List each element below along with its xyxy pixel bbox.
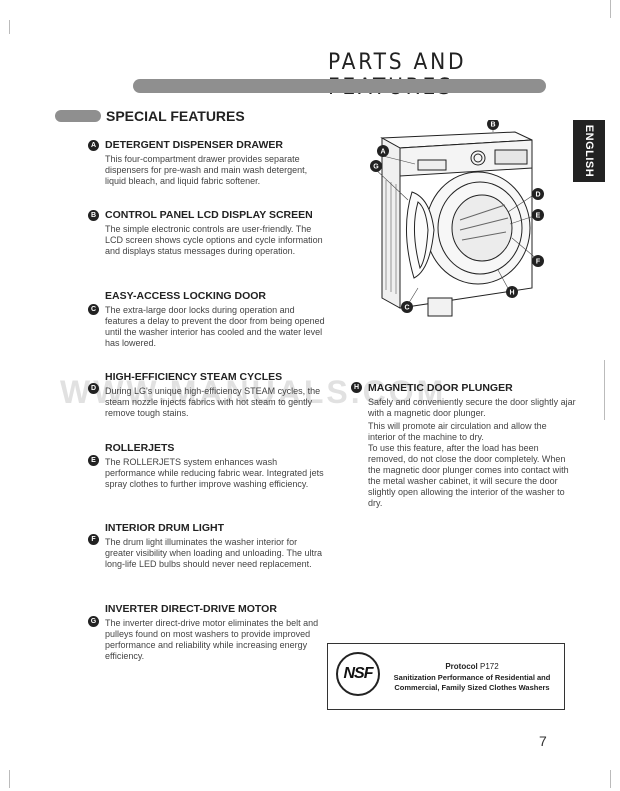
feature-e-title: ROLLERJETS	[105, 442, 175, 454]
badge-b: B	[88, 210, 99, 221]
diagram-label-a: A	[380, 149, 385, 156]
crop-mark	[9, 20, 10, 34]
feature-d: D HIGH-EFFICIENCY STEAM CYCLES During LG…	[88, 371, 328, 419]
diagram-label-f: F	[536, 259, 541, 266]
nsf-description: Sanitization Performance of Residential …	[393, 673, 551, 692]
feature-f: F INTERIOR DRUM LIGHT The drum light ill…	[88, 522, 328, 570]
watermark: WWW.MANUALS.COM	[60, 374, 447, 410]
feature-c-desc: The extra-large door locks during operat…	[105, 305, 325, 348]
diagram-label-c: C	[404, 305, 409, 312]
feature-f-desc: The drum light illuminates the washer in…	[105, 537, 322, 569]
nsf-certification-box: NSF Protocol P172 Sanitization Performan…	[327, 643, 565, 710]
feature-e: E ROLLERJETS The ROLLERJETS system enhan…	[88, 442, 328, 490]
feature-g-desc: The inverter direct-drive motor eliminat…	[105, 618, 319, 661]
feature-d-desc: During LG's unique high-efficiency STEAM…	[105, 386, 321, 418]
nsf-protocol: Protocol P172	[445, 662, 499, 671]
diagram-label-g: G	[373, 164, 379, 171]
badge-a: A	[88, 140, 99, 151]
washer-illustration-icon: B A G D E F H C	[370, 120, 544, 317]
feature-b-title: CONTROL PANEL LCD DISPLAY SCREEN	[105, 209, 313, 221]
crop-mark	[610, 770, 611, 788]
diagram-label-d: D	[535, 192, 540, 199]
badge-g: G	[88, 616, 99, 627]
section-title: SPECIAL FEATURES	[106, 108, 245, 124]
feature-a-title: DETERGENT DISPENSER DRAWER	[105, 139, 283, 151]
badge-f: F	[88, 534, 99, 545]
section-pill	[55, 110, 101, 122]
feature-a-desc: This four-compartment drawer provides se…	[105, 154, 308, 186]
page-number: 7	[539, 733, 547, 749]
crop-mark	[9, 770, 10, 788]
feature-c-title: EASY-ACCESS LOCKING DOOR	[105, 290, 267, 302]
badge-c: C	[88, 304, 99, 315]
feature-f-title: INTERIOR DRUM LIGHT	[105, 522, 224, 534]
feature-g-title: INVERTER DIRECT-DRIVE MOTOR	[105, 603, 277, 615]
feature-b: B CONTROL PANEL LCD DISPLAY SCREEN The s…	[88, 209, 328, 257]
feature-h: H MAGNETIC DOOR PLUNGER Safely and conve…	[351, 382, 576, 509]
crop-mark	[610, 0, 611, 18]
feature-a: A DETERGENT DISPENSER DRAWER This four-c…	[88, 139, 328, 187]
badge-e: E	[88, 455, 99, 466]
feature-d-title: HIGH-EFFICIENCY STEAM CYCLES	[105, 371, 283, 383]
language-tab[interactable]: ENGLISH	[573, 120, 605, 182]
feature-h-desc: Safely and conveniently secure the door …	[368, 397, 576, 508]
language-tab-label: ENGLISH	[583, 124, 595, 178]
badge-h: H	[351, 382, 362, 393]
feature-g: G INVERTER DIRECT-DRIVE MOTOR The invert…	[88, 603, 328, 662]
feature-h-title: MAGNETIC DOOR PLUNGER	[368, 382, 513, 394]
feature-c: C EASY-ACCESS LOCKING DOOR The extra-lar…	[88, 290, 328, 349]
nsf-logo: NSF	[336, 652, 380, 696]
badge-d: D	[88, 383, 99, 394]
diagram-label-h: H	[509, 290, 514, 297]
diagram-label-e: E	[536, 213, 541, 220]
crop-mark	[604, 360, 605, 420]
feature-e-desc: The ROLLERJETS system enhances wash perf…	[105, 457, 324, 489]
diagram-label-b: B	[490, 122, 495, 129]
feature-b-desc: The simple electronic controls are user-…	[105, 224, 323, 256]
title-bar	[133, 79, 546, 93]
